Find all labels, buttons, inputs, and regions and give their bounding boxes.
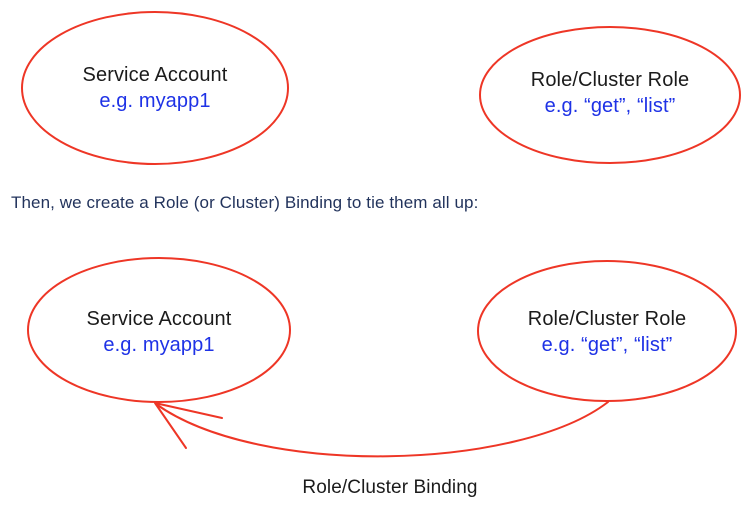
binding-edge-label: Role/Cluster Binding	[302, 477, 478, 498]
binding-edge-arrowhead	[154, 402, 223, 449]
binding-edge-curve	[155, 401, 609, 458]
ellipse-role-cluster-role-top	[479, 26, 741, 164]
ellipse-role-cluster-role-bottom	[477, 260, 737, 402]
ellipse-service-account-bottom	[27, 257, 291, 403]
prose-line: Then, we create a Role (or Cluster) Bind…	[11, 193, 479, 212]
ellipse-service-account-top	[21, 11, 289, 165]
